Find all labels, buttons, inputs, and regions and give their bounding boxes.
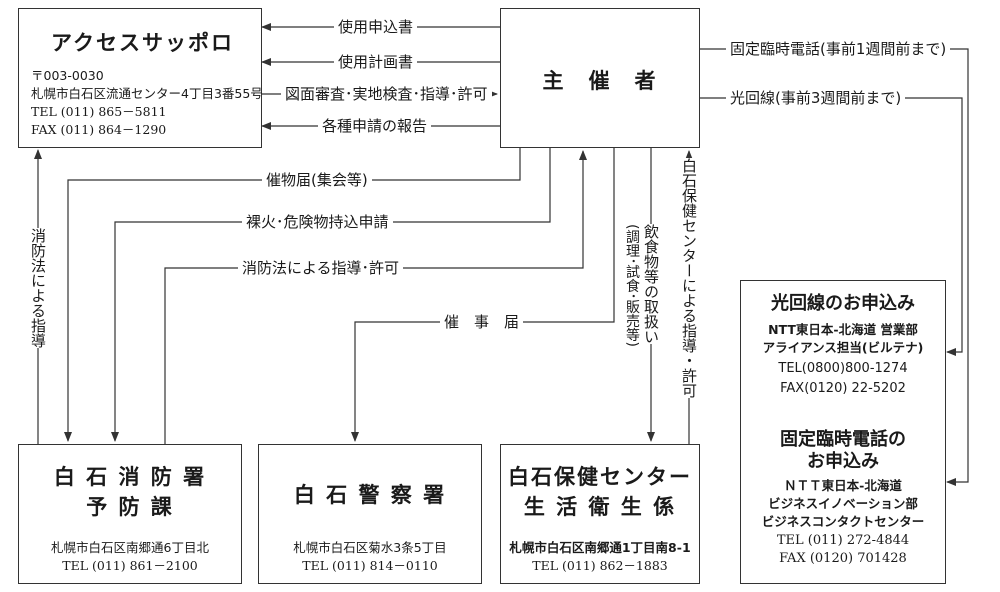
phone-org: ＮＴＴ東日本-北海道 [784, 478, 902, 493]
fire-department-name: 白 石 消 防 署 [53, 465, 207, 489]
fiber-application-title: 光回線のお申込み [771, 293, 915, 314]
flow-fire-hazard: 裸火･危険物持込申請 [242, 213, 393, 231]
flow-health-guidance: 白石保健センターによる指導・許可 [680, 158, 698, 398]
fiber-fax: FAX(0120) 22-5202 [780, 381, 906, 396]
flow-fixed-phone: 固定臨時電話(事前1週間前まで) [726, 40, 951, 58]
phone-application-title-1: 固定臨時電話の [780, 429, 906, 450]
flow-fire-law-guidance: 消防法による指導･許可 [238, 259, 404, 277]
fiber-org: NTT東日本-北海道 営業部 [768, 322, 918, 337]
organizer-name: 主 催 者 [542, 69, 658, 93]
flow-food-sub: (調理･試食･販売等) [623, 224, 641, 347]
access-sapporo-tel: TEL (011) 865－5811 [31, 104, 167, 119]
police-box: 白 石 警 察 署 札幌市白石区菊水3条5丁目 TEL (011) 814－01… [258, 444, 482, 584]
health-center-address: 札幌市白石区南郷通1丁目南8-1 [509, 540, 691, 555]
health-center-name: 白石保健センター [508, 465, 692, 489]
fire-department-box: 白 石 消 防 署 予 防 課 札幌市白石区南郷通6丁目北 TEL (011) … [18, 444, 242, 584]
police-name: 白 石 警 察 署 [293, 483, 447, 507]
health-center-section: 生 活 衛 生 係 [523, 495, 677, 519]
flow-event-report: 催 事 届 [440, 313, 524, 331]
flow-use-application: 使用申込書 [334, 18, 418, 36]
police-tel: TEL (011) 814－0110 [302, 558, 438, 573]
flow-fire-law-left: 消防法による指導 [29, 228, 47, 348]
access-sapporo-box: アクセスサッポロ 〒003-0030 札幌市白石区流通センター4丁目3番55号 … [18, 8, 263, 148]
fire-department-tel: TEL (011) 861－2100 [62, 558, 198, 573]
access-sapporo-name: アクセスサッポロ [51, 31, 234, 55]
health-center-box: 白石保健センター 生 活 衛 生 係 札幌市白石区南郷通1丁目南8-1 TEL … [500, 444, 700, 584]
access-sapporo-fax: FAX (011) 864－1290 [31, 122, 167, 137]
flow-review: 図面審査･実地検査･指導･許可 [281, 85, 492, 103]
phone-fax: FAX (0120) 701428 [779, 551, 907, 566]
access-sapporo-postal: 〒003-0030 [31, 68, 104, 83]
fiber-dept: アライアンス担当(ビルテナ) [762, 340, 924, 355]
fire-prevention-section: 予 防 課 [86, 495, 174, 519]
health-center-tel: TEL (011) 862－1883 [532, 558, 668, 573]
access-sapporo-address: 札幌市白石区流通センター4丁目3番55号 [31, 86, 263, 101]
ntt-box: 光回線のお申込み NTT東日本-北海道 営業部 アライアンス担当(ビルテナ) T… [740, 280, 946, 584]
phone-application-title-2: お申込み [807, 451, 879, 472]
flow-use-plan: 使用計画書 [334, 53, 418, 71]
flow-report: 各種申請の報告 [318, 117, 432, 135]
flow-fiber: 光回線(事前3週間前まで) [726, 89, 906, 107]
phone-dept-2: ビジネスコンタクトセンター [761, 514, 925, 529]
fiber-tel: TEL(0800)800-1274 [778, 361, 908, 376]
phone-dept-1: ビジネスイノベーション部 [768, 496, 918, 511]
organizer-box: 主 催 者 [500, 8, 700, 148]
flow-food: 飲食物等の取扱い [642, 224, 660, 344]
phone-tel: TEL (011) 272-4844 [776, 533, 910, 548]
fire-department-address: 札幌市白石区南郷通6丁目北 [51, 540, 209, 555]
police-address: 札幌市白石区菊水3条5丁目 [293, 540, 447, 555]
flow-event-notice: 催物届(集会等) [262, 171, 372, 189]
